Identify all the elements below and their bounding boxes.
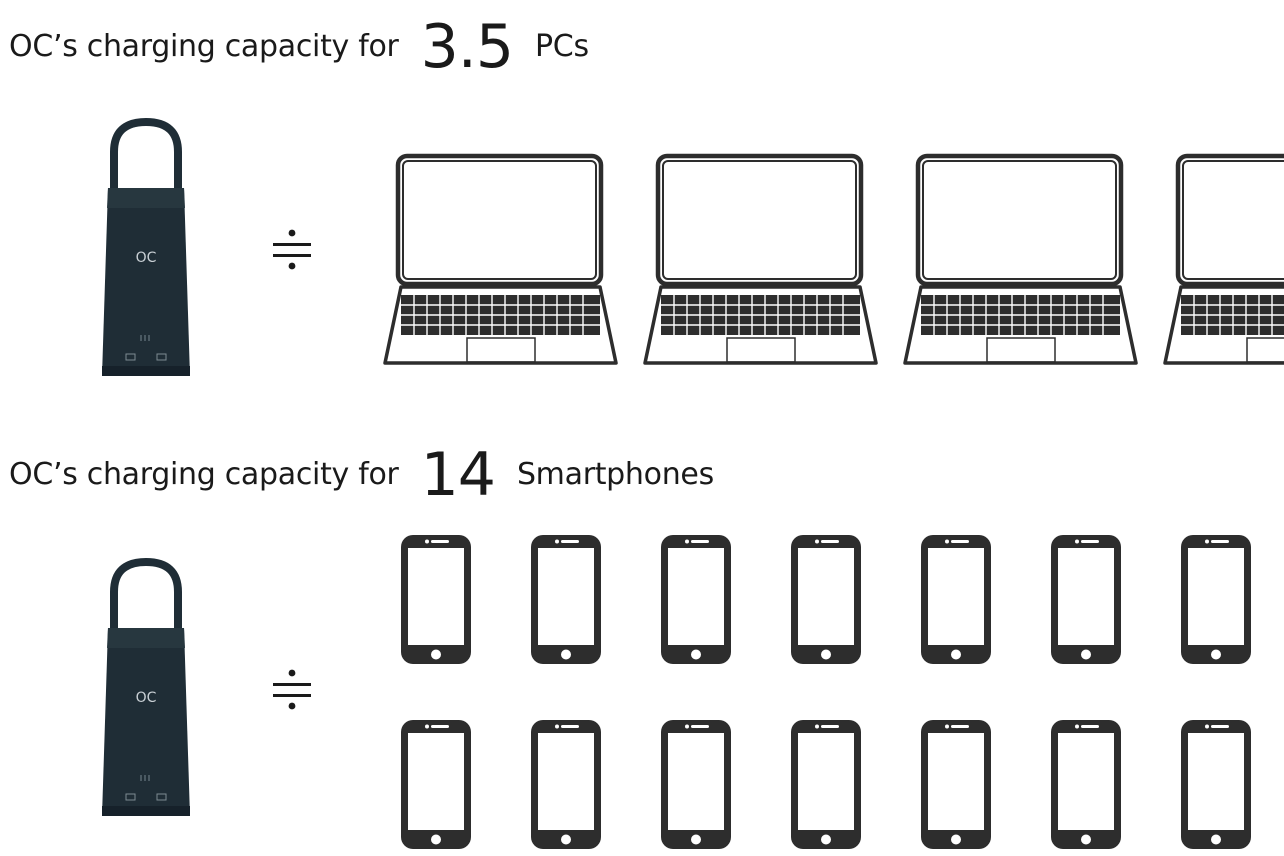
smartphone-icon — [1181, 720, 1251, 849]
smartphone-icon — [661, 535, 731, 664]
smartphone-icon — [921, 720, 991, 849]
heading-prefix: OC’s charging capacity for — [9, 457, 399, 492]
smartphone-icon — [791, 720, 861, 849]
smartphone-icon — [1181, 535, 1251, 664]
smartphone-count: 14 — [420, 440, 496, 510]
smartphone-icon — [791, 535, 861, 664]
smartphone-icon — [401, 720, 471, 849]
smartphone-icon — [531, 720, 601, 849]
smartphone-icon — [1051, 535, 1121, 664]
oc-logo: OC — [136, 690, 157, 706]
smartphone-icon — [1051, 720, 1121, 849]
pc-capacity-heading: OC’s charging capacity for 3.5 PCs — [9, 12, 589, 82]
partial-laptop-icon — [1163, 153, 1284, 365]
laptop-icon — [643, 153, 878, 365]
oc-logo: OC — [136, 250, 157, 266]
heading-prefix: OC’s charging capacity for — [9, 29, 399, 64]
smartphone-icon — [661, 720, 731, 849]
oc-battery-image: OC — [102, 118, 190, 376]
smartphone-icon — [401, 535, 471, 664]
approx-equal-icon — [273, 669, 311, 710]
laptop-icon — [383, 153, 618, 365]
smartphone-capacity-heading: OC’s charging capacity for 14 Smartphone… — [9, 440, 714, 510]
oc-battery-image: OC — [102, 558, 190, 816]
laptop-icon — [903, 153, 1138, 365]
smartphone-icon — [921, 535, 991, 664]
pc-count: 3.5 — [420, 12, 514, 82]
heading-suffix: PCs — [535, 29, 589, 64]
approx-equal-icon — [273, 229, 311, 270]
heading-suffix: Smartphones — [516, 457, 714, 492]
smartphone-icon — [531, 535, 601, 664]
